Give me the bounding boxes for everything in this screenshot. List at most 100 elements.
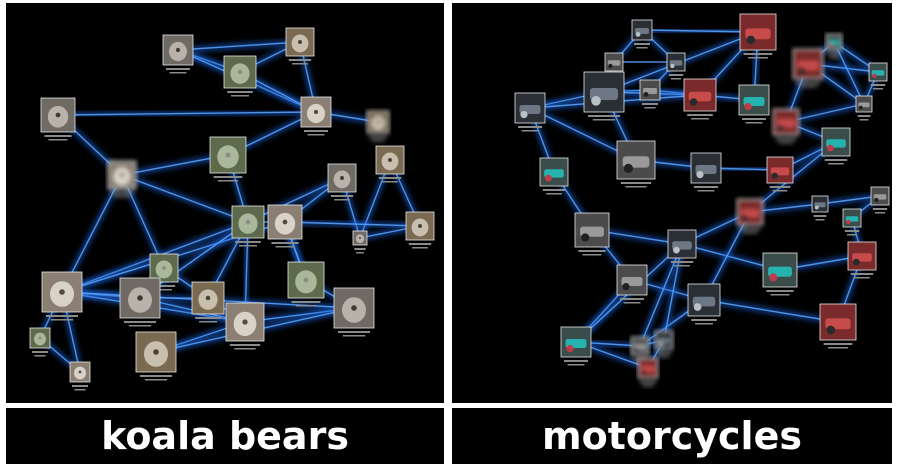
moto-image-node[interactable] [819, 303, 857, 349]
koala-image-node[interactable] [287, 261, 325, 307]
moto-node-detail [874, 197, 879, 203]
moto-node-label-bar [521, 130, 539, 132]
moto-node-label-bar [796, 82, 820, 84]
moto-node-label-bar [854, 277, 870, 279]
koala-node-label-bar [271, 242, 299, 244]
moto-image-node[interactable] [690, 152, 722, 192]
moto-image-node[interactable] [574, 212, 610, 256]
koala-image-node[interactable] [29, 327, 51, 357]
moto-image-node[interactable] [847, 241, 877, 279]
moto-image-node[interactable] [631, 19, 653, 49]
moto-node-detail [798, 67, 806, 75]
moto-image-node[interactable] [667, 229, 697, 267]
moto-image-node[interactable] [738, 84, 770, 124]
moto-node-detail [769, 273, 778, 282]
moto-node-label-bar [636, 47, 648, 49]
moto-node-label-bar [742, 118, 766, 120]
koala-image-node[interactable] [327, 163, 357, 201]
moto-edge [641, 29, 759, 33]
moto-image-node[interactable] [683, 78, 717, 120]
moto-image-node[interactable] [870, 186, 890, 214]
moto-node-label-bar [815, 219, 825, 221]
koala-image-node[interactable] [162, 34, 194, 74]
moto-image-node[interactable] [639, 79, 661, 109]
moto-image-node[interactable] [762, 252, 798, 296]
moto-image-node[interactable] [766, 156, 794, 192]
koala-node-label-bar [144, 379, 168, 381]
koala-image-node[interactable] [333, 287, 375, 337]
koala-image-node[interactable] [366, 110, 390, 142]
moto-node-detail [777, 124, 784, 131]
koala-image-node[interactable] [352, 230, 368, 254]
koala-node-label-bar [330, 195, 354, 197]
moto-image-node[interactable] [616, 140, 656, 188]
koala-image-node[interactable] [225, 302, 265, 350]
moto-image-node[interactable] [654, 330, 674, 358]
koala-node-label-bar [217, 180, 239, 182]
moto-node-label-bar [670, 261, 694, 263]
moto-node-label-bar [874, 212, 886, 214]
moto-image-node[interactable] [583, 71, 625, 121]
moto-node-label-bar [743, 53, 773, 55]
koala-image-node[interactable] [375, 145, 405, 183]
moto-image-node[interactable] [821, 127, 851, 165]
koala-image-node[interactable] [149, 253, 179, 291]
moto-image-node[interactable] [792, 48, 824, 88]
koala-image-node[interactable] [119, 277, 161, 327]
koala-node-detail [359, 237, 361, 239]
koala-image-node[interactable] [40, 97, 76, 141]
moto-image-node[interactable] [687, 283, 721, 325]
moto-image-node[interactable] [560, 326, 592, 366]
koala-image-node[interactable] [41, 271, 83, 321]
moto-edge [833, 41, 865, 105]
koala-node-label-bar [156, 289, 172, 291]
moto-image-node[interactable] [736, 198, 764, 234]
moto-image-node[interactable] [539, 157, 569, 195]
koala-image-node[interactable] [231, 205, 265, 247]
koala-image-node[interactable] [267, 204, 303, 248]
panel-divider [444, 0, 452, 464]
koala-image-node[interactable] [191, 281, 225, 323]
koala-node-label-bar [275, 246, 295, 248]
koala-image-node[interactable] [405, 211, 435, 249]
koala-node-label-bar [152, 285, 176, 287]
koala-node-detail [237, 69, 243, 75]
koala-image-node[interactable] [300, 96, 332, 136]
moto-node-detail [853, 258, 860, 266]
koala-image-node[interactable] [223, 55, 257, 97]
moto-image-node[interactable] [739, 13, 777, 59]
koala-node-label-bar [371, 140, 385, 142]
koala-image-node[interactable] [209, 136, 247, 182]
koala-image-node[interactable] [69, 361, 91, 391]
moto-image-node[interactable] [868, 62, 888, 90]
koala-node-detail [245, 219, 251, 225]
moto-image-node[interactable] [616, 264, 648, 304]
moto-image-node[interactable] [825, 33, 843, 59]
moto-node-detail [591, 96, 601, 106]
moto-node-label-bar [640, 381, 656, 383]
moto-image-node[interactable] [772, 108, 800, 144]
koala-image-node[interactable] [285, 27, 315, 65]
koala-caption: koala bears [6, 408, 444, 464]
moto-image-node[interactable] [811, 195, 829, 221]
koala-node-detail [225, 152, 231, 158]
moto-node-label-bar [799, 86, 817, 88]
motorcycle-graph-panel [452, 3, 892, 403]
moto-image-node[interactable] [855, 95, 873, 121]
moto-node-detail [744, 103, 752, 111]
moto-node-detail [545, 174, 552, 182]
moto-image-node[interactable] [842, 208, 862, 236]
moto-image-node[interactable] [666, 52, 686, 80]
moto-image-node[interactable] [514, 92, 546, 132]
moto-image-node[interactable] [637, 357, 659, 387]
koala-image-node[interactable] [135, 331, 177, 381]
koala-node-label-bar [44, 135, 72, 137]
koala-node-detail [55, 112, 61, 118]
moto-node-label-bar [870, 84, 886, 86]
moto-node-label-bar [769, 186, 791, 188]
koala-image-node[interactable] [107, 160, 137, 198]
moto-node-detail [634, 347, 639, 353]
moto-node-label-bar [625, 186, 647, 188]
moto-node-detail [670, 63, 675, 69]
